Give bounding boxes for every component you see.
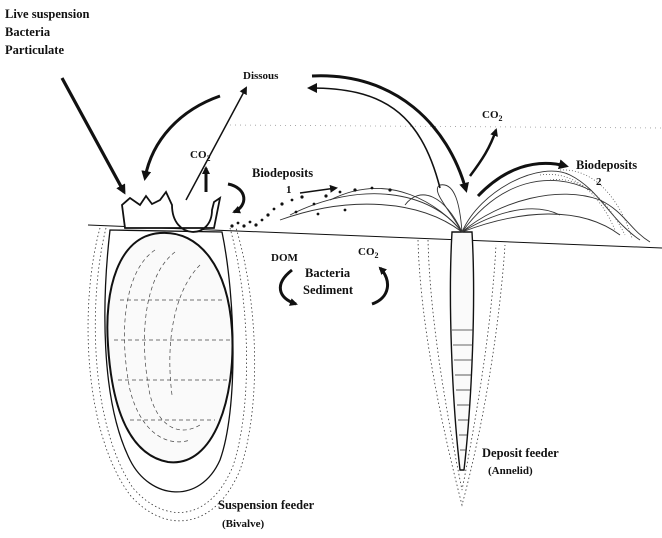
arrow-siphon-to-biodeposits <box>228 184 244 212</box>
label-biodeposits-2: Biodeposits <box>576 157 637 173</box>
bivalve-shell <box>107 233 232 463</box>
arrow-live-suspension-in <box>62 78 124 192</box>
label-annelid: (Annelid) <box>488 463 533 479</box>
co2-subscript: 2 <box>375 251 379 260</box>
co2-subscript: 2 <box>207 154 211 163</box>
co2-subscript: 2 <box>499 114 503 123</box>
bivalve-siphons <box>122 192 220 232</box>
co2-base: CO <box>190 149 207 161</box>
arrow-biodeposits-2 <box>478 163 566 196</box>
label-co2-sediment: CO2 <box>358 244 379 264</box>
label-dissous: Dissous <box>243 68 278 84</box>
label-suspension-feeder: Suspension feeder <box>218 497 314 513</box>
arrow-biodeposits-1 <box>300 188 336 193</box>
label-co2-annelid: CO2 <box>482 107 503 127</box>
label-sediment: Sediment <box>303 282 353 298</box>
biodeposits-1-particles <box>230 187 391 228</box>
annelid-body <box>450 232 473 470</box>
label-particulate: Particulate <box>5 42 64 58</box>
water-surface-dots <box>230 125 662 128</box>
arrow-co2-sediment <box>372 268 388 304</box>
label-deposit-feeder: Deposit feeder <box>482 445 559 461</box>
co2-base: CO <box>482 109 499 121</box>
label-biodeposits-2-number: 2 <box>596 174 602 190</box>
label-biodeposits-1-number: 1 <box>286 182 292 198</box>
label-co2-bivalve: CO2 <box>190 147 211 167</box>
label-dom: DOM <box>271 250 298 266</box>
arrow-dom-cycle <box>280 270 296 304</box>
arrow-dissous-to-annelid <box>312 76 466 190</box>
label-live-suspension: Live suspension <box>5 6 89 22</box>
label-bivalve: (Bivalve) <box>222 516 264 532</box>
arrow-bivalve-to-dissous <box>186 88 246 200</box>
label-bacteria-sediment: Bacteria <box>305 265 350 281</box>
arrow-annelid-to-dissous <box>310 88 440 188</box>
label-biodeposits-1: Biodeposits <box>252 165 313 181</box>
label-bacteria: Bacteria <box>5 24 50 40</box>
arrow-co2-annelid <box>470 130 496 176</box>
co2-base: CO <box>358 246 375 258</box>
